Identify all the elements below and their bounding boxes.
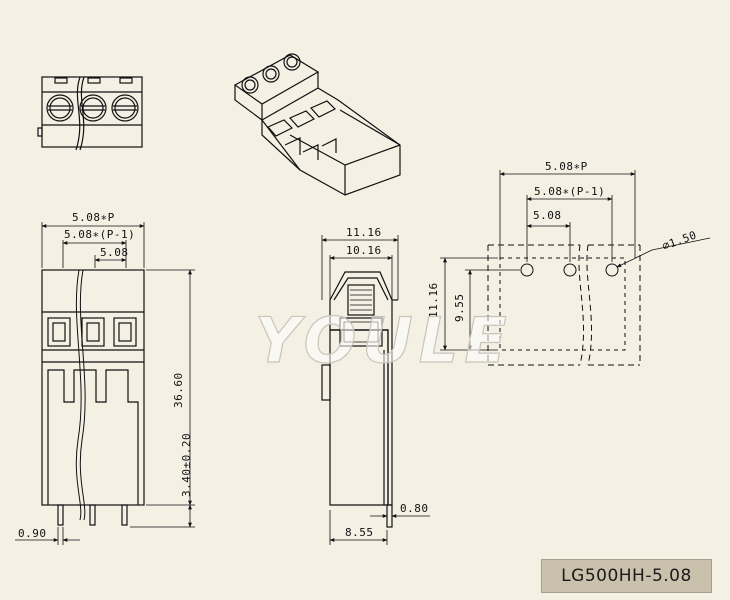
front-pin-length-label: 3.40±0.20 <box>180 433 193 497</box>
front-single-pitch-label: 5.08 <box>100 246 129 259</box>
watermark-text: YOULE <box>255 304 513 377</box>
front-view-dimensions <box>15 222 195 545</box>
side-depth-outer-label: 11.16 <box>346 226 382 239</box>
side-base-width-label: 8.55 <box>345 526 374 539</box>
pcb-hole-diameter-label: ⌀1.50 <box>661 228 699 252</box>
pcb-single-pitch-label: 5.08 <box>533 209 562 222</box>
front-view <box>41 269 145 526</box>
pcb-height-label: 11.16 <box>427 282 440 318</box>
pcb-pitch-minus-one-label: 5.08∗(P-1) <box>534 185 605 198</box>
model-badge: LG500HH-5.08 <box>541 559 712 593</box>
front-height-label: 36.60 <box>172 372 185 408</box>
side-depth-inner-label: 10.16 <box>346 244 382 257</box>
side-pin-thickness-label: 0.80 <box>400 502 429 515</box>
pcb-layout <box>487 244 641 366</box>
side-view-dimensions <box>321 235 430 545</box>
model-number: LG500HH-5.08 <box>561 566 692 586</box>
isometric-view <box>233 53 401 196</box>
top-view <box>37 76 143 151</box>
front-pin-width-label: 0.90 <box>18 527 47 540</box>
front-pitch-minus-one-label: 5.08∗(P-1) <box>64 228 135 241</box>
pcb-layout-dimensions <box>440 170 711 351</box>
pcb-hole-offset-label: 9.55 <box>453 294 466 323</box>
pcb-pitch-label: 5.08∗P <box>545 160 588 173</box>
front-pitch-label: 5.08∗P <box>72 211 115 224</box>
